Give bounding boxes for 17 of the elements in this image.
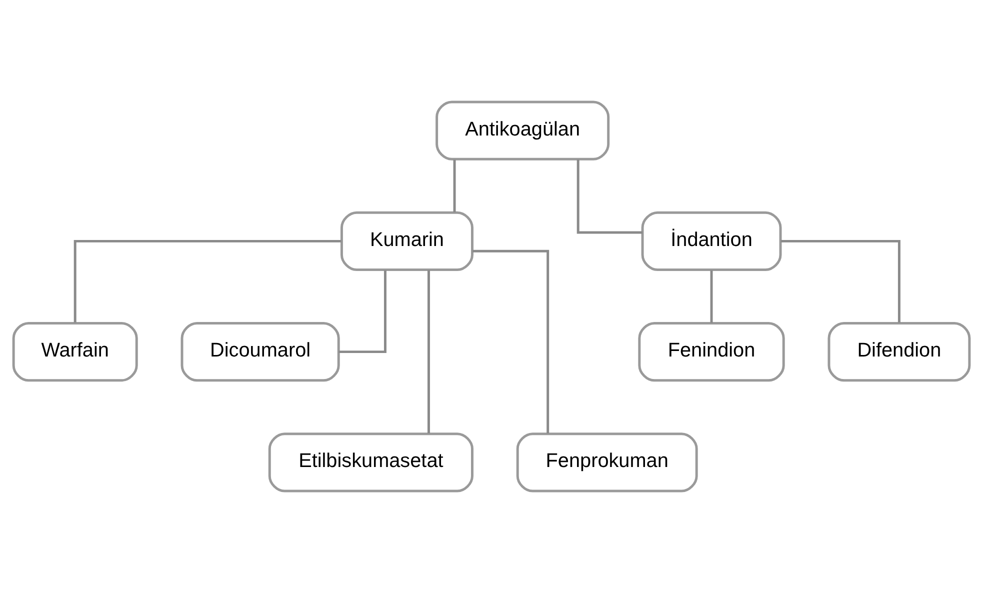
node-box: Warfain xyxy=(12,321,138,382)
node-box: Fenindion xyxy=(638,321,785,382)
connector xyxy=(74,239,342,322)
connector xyxy=(576,159,642,234)
node-box: Fenprokuman xyxy=(516,432,698,492)
node-box: Antikoagülan xyxy=(436,100,610,160)
connector xyxy=(710,270,713,322)
node-box: Etilbiskumasetat xyxy=(268,432,474,492)
connector xyxy=(780,239,900,322)
connector xyxy=(453,159,456,212)
connector xyxy=(338,270,386,353)
connector xyxy=(472,249,550,433)
node-box: Dicoumarol xyxy=(180,321,340,382)
node-box: İndantion xyxy=(641,210,782,271)
connector xyxy=(427,270,430,433)
node-box: Kumarin xyxy=(340,210,474,271)
node-box: Difendion xyxy=(828,321,971,382)
